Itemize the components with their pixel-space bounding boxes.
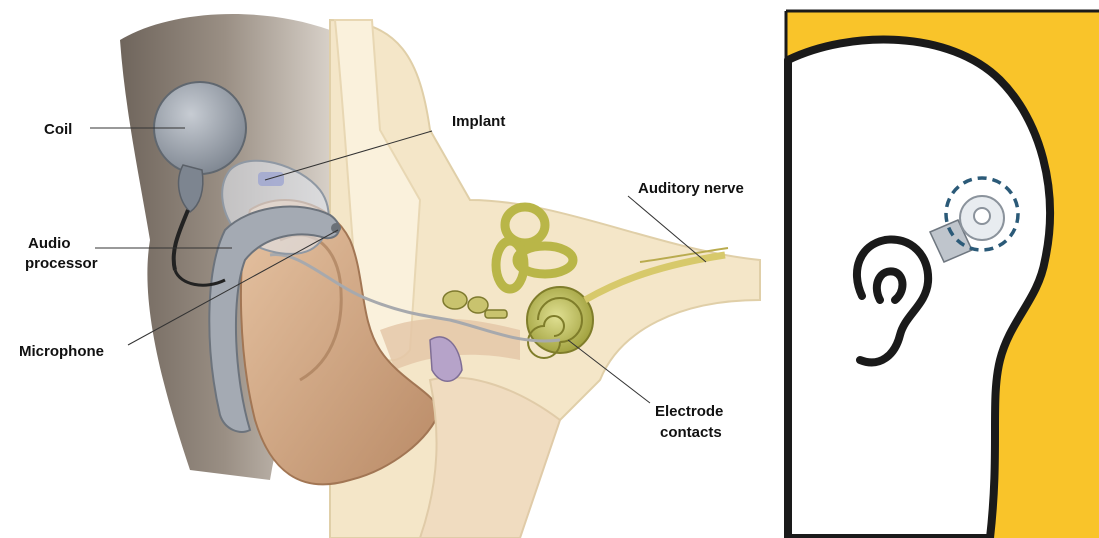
label-electrode-line1: Electrode	[655, 403, 723, 420]
ear-anatomy-illustration	[120, 14, 760, 538]
label-microphone: Microphone	[19, 343, 104, 360]
label-coil: Coil	[44, 121, 72, 138]
right-panel	[786, 11, 1099, 538]
label-auditory-nerve: Auditory nerve	[638, 180, 744, 197]
label-audio-processor-line1: Audio	[28, 235, 71, 252]
label-implant: Implant	[452, 113, 505, 130]
label-electrode-line2: contacts	[660, 424, 722, 441]
label-audio-processor-line2: processor	[25, 255, 98, 272]
